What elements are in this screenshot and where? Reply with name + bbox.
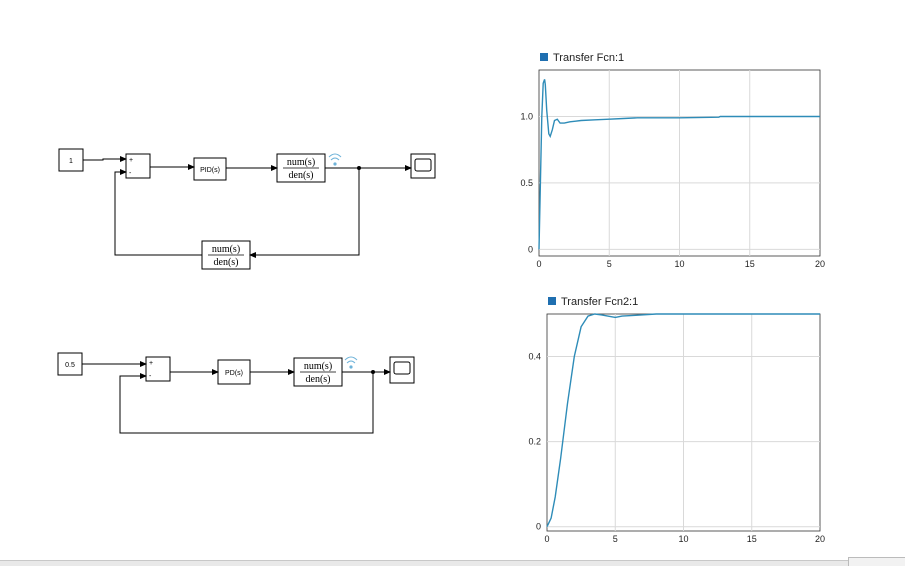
x-tick-label-1: 10 [674,259,684,269]
tf1-denominator: den(s) [289,170,314,181]
pid-label: PID(s) [200,167,220,174]
x-tick-label-2: 20 [815,534,825,544]
signal-logging-icon [328,153,342,166]
legend-swatch-1 [540,53,548,61]
sum-block-1[interactable]: + - [125,153,151,179]
x-tick-label-2: 5 [613,534,618,544]
x-tick-label-1: 5 [607,259,612,269]
feedback-numerator: num(s) [212,244,240,255]
x-tick-label-1: 0 [536,259,541,269]
transfer-fcn-feedback-block[interactable]: num(s) den(s) [201,240,251,270]
pd-controller-block[interactable]: PD(s) [217,359,251,385]
transfer-fcn-block-1[interactable]: num(s) den(s) [276,153,326,183]
y-tick-label-1: 1.0 [520,112,533,122]
constant-block-1[interactable]: 1 [58,148,84,172]
pd-label: PD(s) [225,370,243,377]
plot-title-2-text: Transfer Fcn2:1 [561,296,639,308]
sum-sign-plus-2: + [149,360,153,367]
plot-title-1-text: Transfer Fcn:1 [553,52,625,64]
y-tick-label-1: 0 [528,244,533,254]
transfer-fcn-block-2[interactable]: num(s) den(s) [293,357,343,387]
model-2: 0.5 + - PD(s) num(s) den(s) [57,352,415,434]
model-1: 1 + - PID(s) num(s) den(s) [58,148,436,270]
sum-sign-minus-2: - [149,373,152,380]
x-tick-label-1: 15 [745,259,755,269]
series-line-2-0 [546,313,820,528]
plot-title-1: Transfer Fcn:1 [540,52,624,64]
plot-title-2: Transfer Fcn2:1 [548,296,638,308]
y-tick-label-2: 0.4 [528,352,541,362]
y-tick-label-1: 0.5 [520,178,533,188]
sum-block-2[interactable]: + - [145,356,171,382]
y-tick-label-2: 0 [536,522,541,532]
feedback-denominator: den(s) [214,257,239,268]
constant-block-2[interactable]: 0.5 [57,352,83,376]
tf1-numerator: num(s) [287,157,315,168]
pid-controller-block[interactable]: PID(s) [193,157,227,181]
tf2-denominator: den(s) [306,374,331,385]
sum-sign-plus-1: + [129,157,133,164]
x-tick-label-2: 0 [544,534,549,544]
y-tick-label-2: 0.2 [528,437,541,447]
signal-lines-2[interactable] [82,361,391,434]
scope-plot-1[interactable]: 0 5 10 15 20 0 0.5 1.0 [520,69,825,269]
scope-screen-icon-2 [393,361,411,375]
x-tick-label-2: 10 [678,534,688,544]
constant-value-1: 1 [69,158,73,165]
scope-screen-icon [414,158,432,172]
legend-swatch-2 [548,297,556,305]
constant-value-2: 0.5 [65,362,75,369]
scope-plot-2[interactable]: 0 5 10 15 20 0 0.2 0.4 [528,313,825,544]
tf2-numerator: num(s) [304,361,332,372]
scope-block-2[interactable] [389,356,415,384]
x-tick-label-2: 15 [747,534,757,544]
status-bar [0,560,905,566]
x-tick-label-1: 20 [815,259,825,269]
series-line-1-0 [538,79,820,250]
signal-lines-1[interactable] [83,156,412,258]
scope-block-1[interactable] [410,153,436,179]
corner-tab[interactable] [848,557,905,566]
signal-logging-icon-2 [344,356,358,369]
sum-sign-minus-1: - [129,170,132,177]
